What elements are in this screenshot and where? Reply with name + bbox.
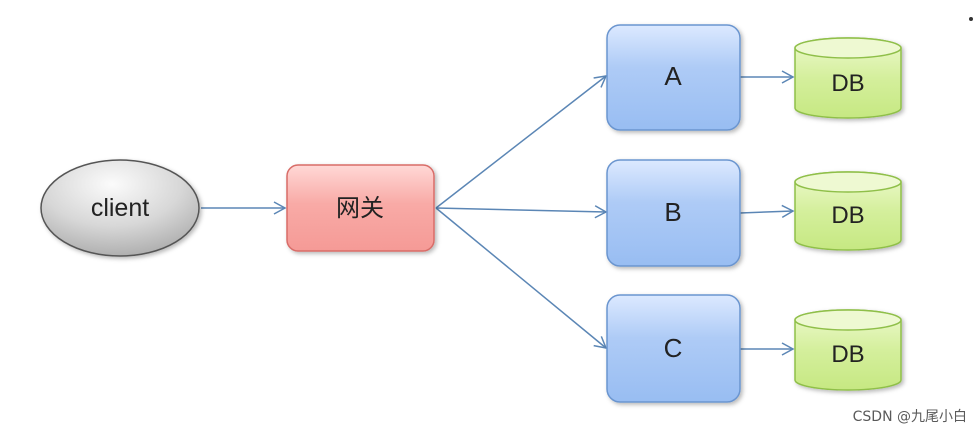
service-a-box [606,24,741,131]
service-c-box [606,294,741,403]
service-b-node: B [606,159,741,267]
service-c-label: C [664,333,683,363]
database-top-a [794,37,902,59]
database-label-a: DB [831,70,864,97]
gateway-box [286,164,435,252]
database-label-b: DB [831,202,864,229]
service-a-label: A [664,61,682,91]
bullet-dot [969,17,973,21]
edge-gateway-c [435,207,608,349]
client-label: client [91,194,149,222]
client-node: client [40,159,200,257]
database-node-a: DB [794,37,902,119]
edge-b-db [739,204,795,219]
gateway-label: 网关 [336,194,384,222]
database-label-c: DB [831,341,864,368]
database-top-c [794,309,902,331]
gateway-node: 网关 [286,164,435,252]
database-node-b: DB [794,171,902,251]
database-top-b [794,171,902,193]
client-ellipse [40,159,200,257]
service-b-box [606,159,741,267]
edges [201,70,795,356]
edge-gateway-a [435,75,608,209]
service-b-label: B [664,197,681,227]
service-c-node: C [606,294,741,403]
watermark: CSDN @九尾小白 [852,409,967,425]
service-a-node: A [606,24,741,131]
edge-gateway-b [435,205,608,219]
database-node-c: DB [794,309,902,391]
